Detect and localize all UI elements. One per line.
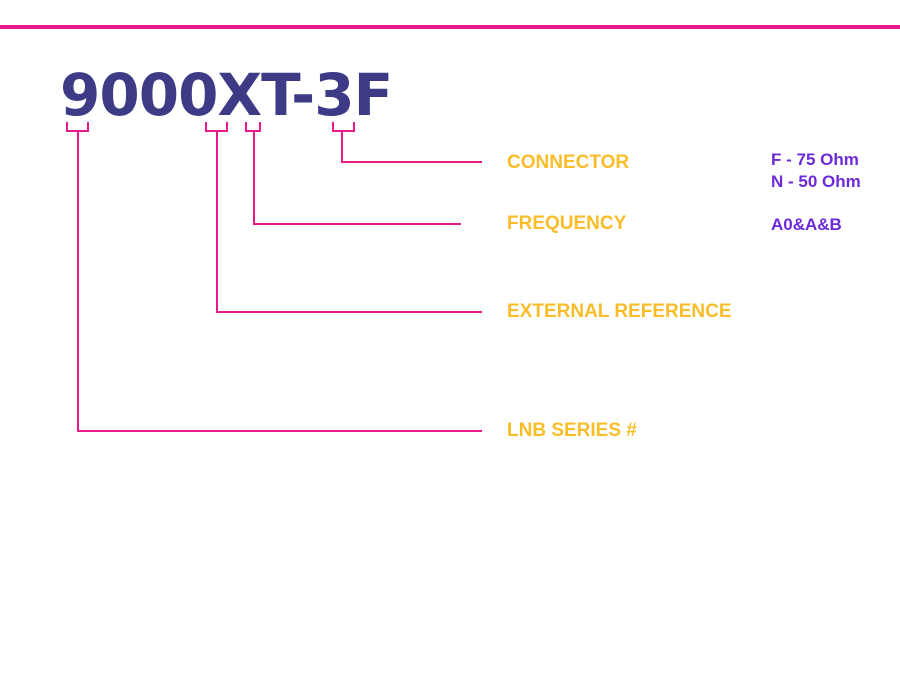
connector-option-n: N - 50 Ohm — [771, 172, 861, 191]
connector-option-f: F - 75 Ohm — [771, 150, 859, 169]
frequency-label: FREQUENCY — [507, 213, 627, 234]
connector-label: CONNECTOR — [507, 152, 630, 173]
lnb-series-label: LNB SERIES # — [507, 420, 637, 441]
external-reference-leader — [216, 131, 482, 313]
connector-bracket — [332, 122, 355, 132]
external-reference-label: EXTERNAL REFERENCE — [507, 301, 732, 322]
frequency-option: A0&A&B — [771, 215, 842, 234]
frequency-leader — [253, 131, 461, 225]
part-number-title: 9000XT-3F — [60, 61, 393, 129]
top-accent-rule — [0, 25, 900, 29]
lnb-series-leader — [77, 131, 482, 432]
connector-leader — [341, 131, 482, 163]
